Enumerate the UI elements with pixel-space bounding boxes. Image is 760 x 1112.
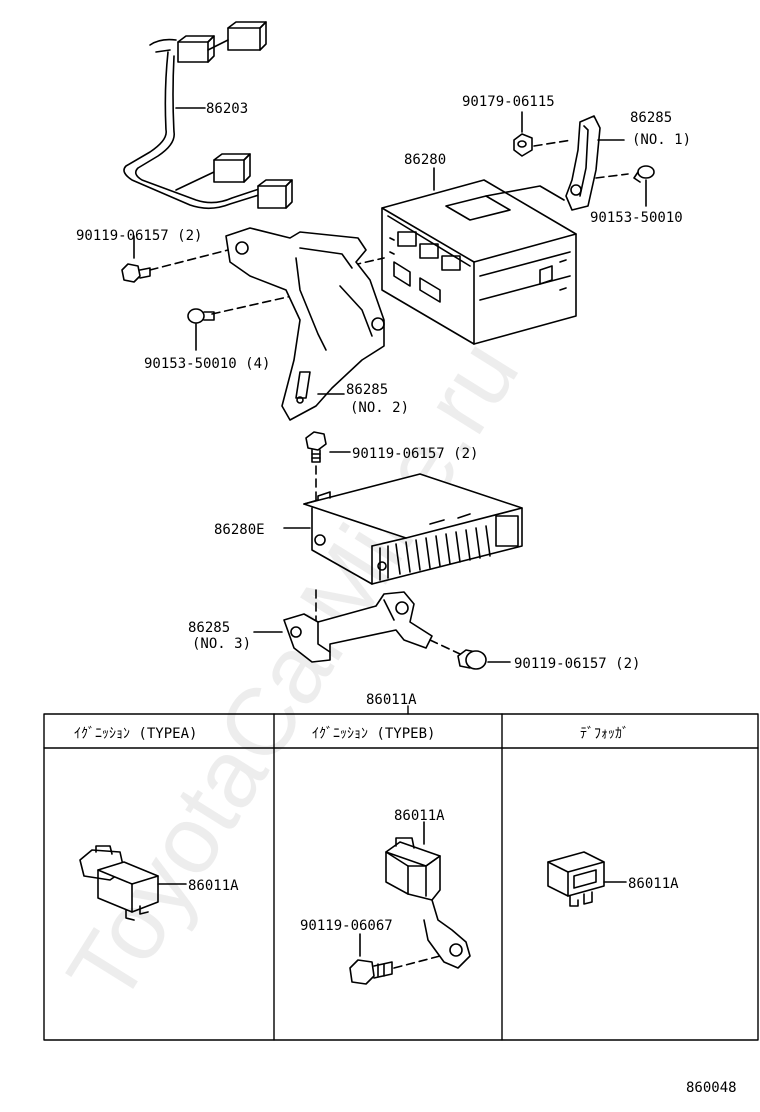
radio-86280[interactable] xyxy=(381,179,577,345)
label-86203: 86203 xyxy=(206,101,248,117)
label-86280: 86280 xyxy=(404,152,446,168)
label-86285-no1: 86285 xyxy=(630,110,672,126)
label-86285-no1-sub: (NO. 1) xyxy=(632,132,691,148)
bolt-typeb-90119-06067[interactable] xyxy=(349,959,393,985)
label-90119-06157-mid: 90119-06157 (2) xyxy=(352,446,478,462)
label-86280E: 86280E xyxy=(214,522,265,538)
relay-typea-86011A[interactable] xyxy=(79,845,159,921)
table-header-typeb: ｲｸﾞﾆｯｼｮﾝ (TYPEB) xyxy=(312,726,435,742)
dash-nut xyxy=(533,139,573,147)
table-title: 86011A xyxy=(366,692,417,708)
label-86285-no2-sub: (NO. 2) xyxy=(350,400,409,416)
wire-harness-86203[interactable] xyxy=(123,21,293,210)
table-header-defogger: ﾃﾞﾌｫｯｶﾞ xyxy=(580,726,629,742)
variant-table xyxy=(43,705,759,1041)
relay-defogger-86011A[interactable] xyxy=(547,851,605,907)
bracket-86285-no2[interactable] xyxy=(225,227,385,421)
label-typeb-bolt: 90119-06067 xyxy=(300,918,393,934)
nut-90179-06115[interactable] xyxy=(513,133,533,157)
screw-90153-50010-left[interactable] xyxy=(187,308,215,324)
diagram-code: 860048 xyxy=(686,1080,737,1096)
bolt-90119-06157-mid[interactable] xyxy=(305,431,327,463)
dash-bolt-left xyxy=(149,249,229,271)
screw-90153-50010[interactable] xyxy=(633,165,655,183)
dash-bracket3-bolt xyxy=(429,639,461,655)
label-90153-50010-right: 90153-50010 xyxy=(590,210,683,226)
table-header-typea: ｲｸﾞﾆｯｼｮﾝ (TYPEA) xyxy=(74,726,197,742)
relay-typeb-86011A[interactable] xyxy=(385,837,471,969)
bolt-90119-06157-bottom[interactable] xyxy=(457,649,487,670)
label-typeb-part: 86011A xyxy=(394,808,445,824)
label-90179-06115: 90179-06115 xyxy=(462,94,555,110)
dash-bracket1 xyxy=(595,173,629,179)
label-90153-50010-left: 90153-50010 (4) xyxy=(144,356,270,372)
watermark: ToyotaCarMine.ru xyxy=(47,322,539,1021)
dash-screw-left xyxy=(211,295,293,315)
label-86285-no3: 86285 xyxy=(188,620,230,636)
label-defogger-part: 86011A xyxy=(628,876,679,892)
bracket-86285-no3[interactable] xyxy=(283,591,433,663)
label-90119-06157-bottom: 90119-06157 (2) xyxy=(514,656,640,672)
label-86285-no2: 86285 xyxy=(346,382,388,398)
amplifier-86280E[interactable] xyxy=(303,473,523,585)
bolt-90119-06157-left[interactable] xyxy=(121,263,151,283)
dash-typeb-bolt xyxy=(393,955,441,969)
bracket-86285-no1[interactable] xyxy=(565,115,601,211)
label-typea-part: 86011A xyxy=(188,878,239,894)
label-86285-no3-sub: (NO. 3) xyxy=(192,636,251,652)
label-90119-06157-left: 90119-06157 (2) xyxy=(76,228,202,244)
